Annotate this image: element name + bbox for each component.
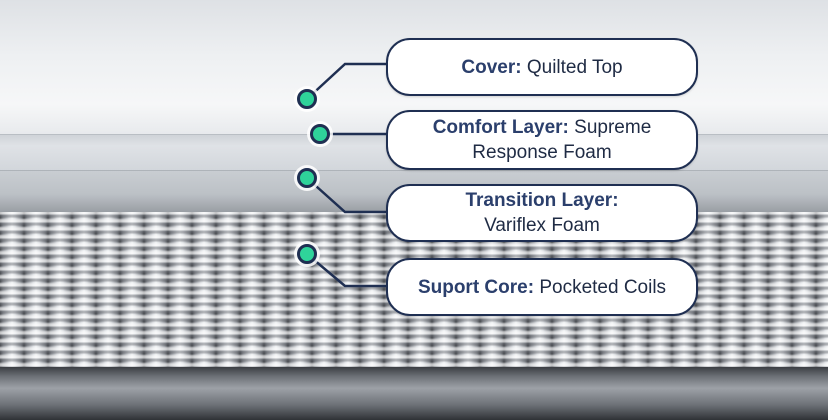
callout-term: Suport Core: (417, 276, 535, 298)
callout-support-core: Suport Core: Pocketed Coils (386, 258, 698, 316)
callout-description: Quilted Top (526, 56, 623, 78)
callout-comfort-layer: Comfort Layer: Supreme Response Foam (386, 110, 698, 170)
comfort-marker-dot (310, 124, 330, 144)
callout-description: Variflex Foam (484, 215, 600, 236)
callout-term: Comfort Layer: (432, 117, 569, 138)
base-layer (0, 367, 828, 420)
callout-description: Supreme Response Foam (472, 117, 652, 163)
callout-term: Transition Layer: (465, 190, 619, 211)
cover-marker-dot (297, 89, 317, 109)
callout-cover: Cover: Quilted Top (386, 38, 698, 96)
callout-term: Cover: (461, 56, 522, 78)
transition-marker-dot (297, 168, 317, 188)
callout-transition-layer: Transition Layer: Variflex Foam (386, 184, 698, 242)
core-marker-dot (297, 244, 317, 264)
callout-description: Pocketed Coils (539, 276, 667, 298)
